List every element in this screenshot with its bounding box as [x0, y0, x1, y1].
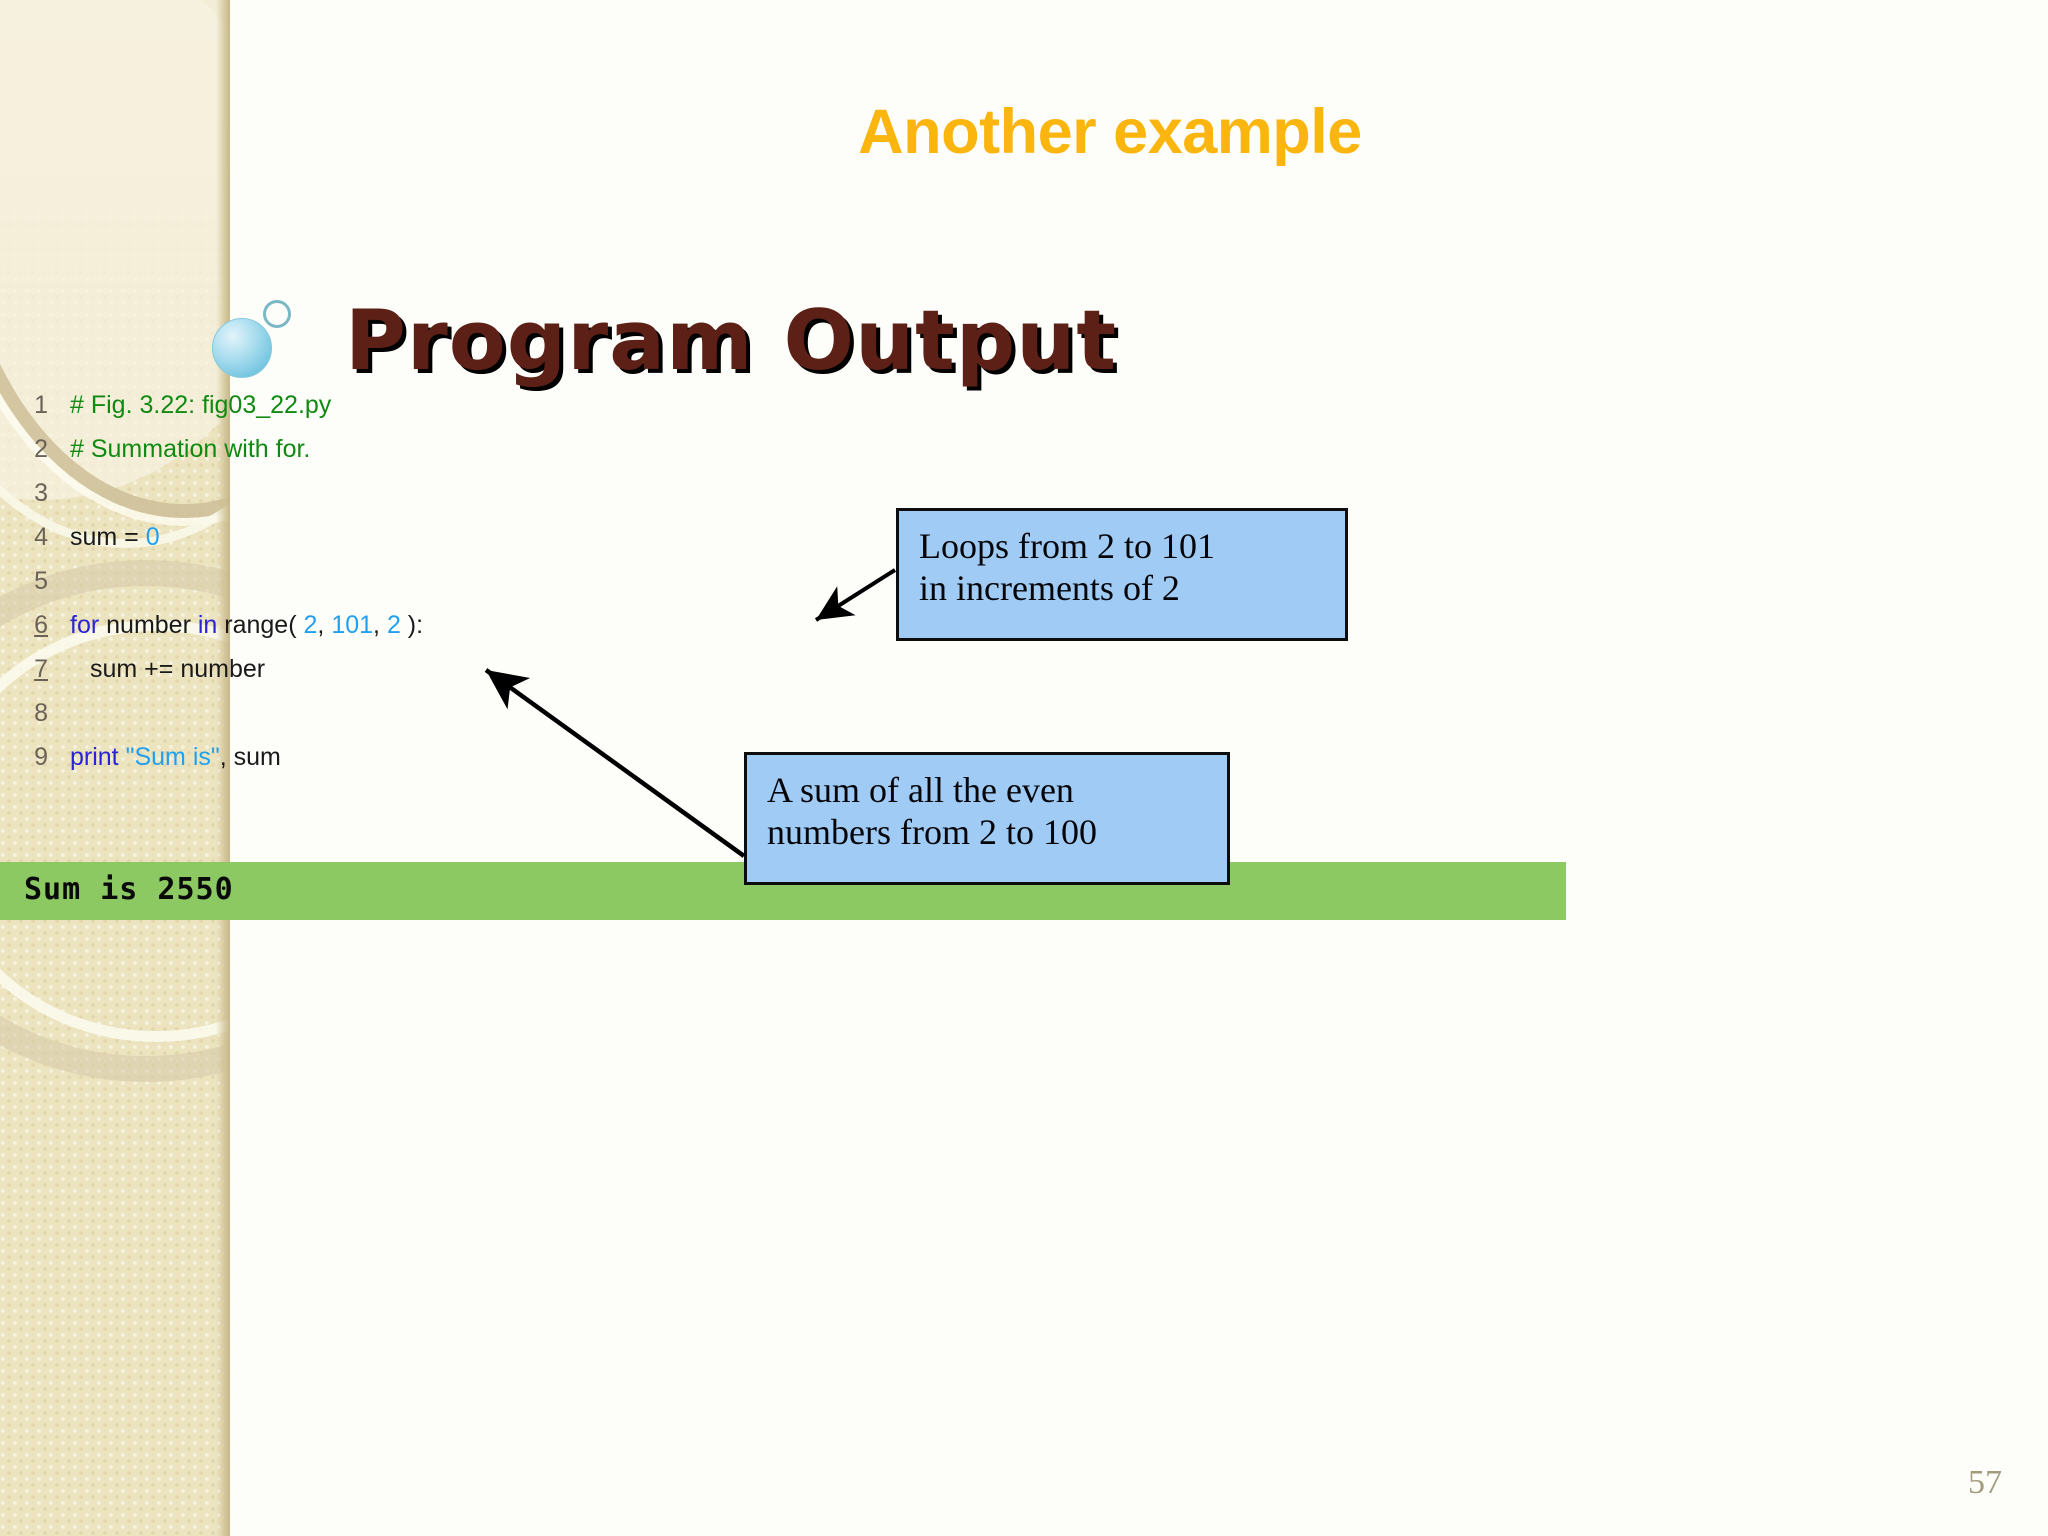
- code-line: 6 for number in range( 2, 101, 2 ):: [0, 603, 760, 647]
- page-number: 57: [1968, 1464, 2002, 1501]
- line-number: 4: [34, 523, 48, 551]
- line-number: 7: [34, 655, 48, 683]
- water-droplet-icon: [212, 318, 272, 378]
- line-number: 2: [34, 435, 48, 463]
- code-line: 1 # Fig. 3.22: fig03_22.py: [0, 383, 760, 427]
- callout-sum: A sum of all the even numbers from 2 to …: [744, 752, 1230, 885]
- line-number: 5: [34, 567, 48, 595]
- code-keyword: in: [197, 611, 218, 639]
- code-keyword: print: [70, 743, 119, 771]
- code-line-text: # Summation with for.: [70, 427, 310, 471]
- callout-loops-line1: Loops from 2 to 101: [919, 526, 1215, 566]
- code-line: 7 sum += number: [0, 647, 760, 691]
- code-line: 8: [0, 691, 760, 735]
- code-string: "Sum is": [125, 743, 220, 771]
- code-comment: # Fig. 3.22: fig03_22.py: [70, 391, 332, 419]
- decorative-sidebar: [0, 0, 230, 1536]
- code-line: 5: [0, 559, 760, 603]
- code-line-text: print "Sum is", sum: [70, 743, 281, 771]
- line-number: 6: [34, 611, 48, 639]
- code-line-text: sum = 0: [70, 523, 160, 551]
- circle-outline-icon: [263, 300, 291, 328]
- callout-loops: Loops from 2 to 101 in increments of 2: [896, 508, 1348, 641]
- code-literal: 2: [386, 611, 401, 639]
- code-line: 9 print "Sum is", sum: [0, 735, 760, 779]
- code-keyword: for: [70, 611, 100, 639]
- code-line: 2 # Summation with for.: [0, 427, 760, 471]
- line-number: 9: [34, 743, 48, 771]
- code-line-text: sum += number: [90, 655, 266, 683]
- page-title: Another example: [858, 97, 1362, 167]
- code-literal: 2: [303, 611, 318, 639]
- callout-loops-line2: in increments of 2: [919, 568, 1180, 609]
- arrow-to-for-line: [814, 568, 897, 622]
- line-number: 8: [34, 699, 48, 727]
- decorative-ring-highlight: [0, 0, 230, 548]
- program-output-text: Sum is 2550: [24, 872, 234, 907]
- code-line: 3: [0, 471, 760, 515]
- line-number: 1: [34, 391, 48, 419]
- code-literal: 101: [331, 611, 374, 639]
- sidebar-edge: [216, 0, 230, 1536]
- code-comment: # Summation with for.: [70, 435, 311, 463]
- code-line-text: for number in range( 2, 101, 2 ):: [70, 611, 424, 639]
- decorative-ring-lower-highlight: [0, 620, 230, 1042]
- code-line-text: # Fig. 3.22: fig03_22.py: [70, 383, 331, 427]
- code-listing: 1 # Fig. 3.22: fig03_22.py 2 # Summation w…: [0, 383, 760, 779]
- callout-sum-line1: A sum of all the even: [767, 770, 1074, 810]
- callout-sum-line2: numbers from 2 to 100: [767, 812, 1097, 853]
- line-number: 3: [34, 479, 48, 507]
- section-heading: Program Output: [345, 292, 1118, 389]
- code-line: 4 sum = 0: [0, 515, 760, 559]
- code-literal: 0: [145, 523, 160, 551]
